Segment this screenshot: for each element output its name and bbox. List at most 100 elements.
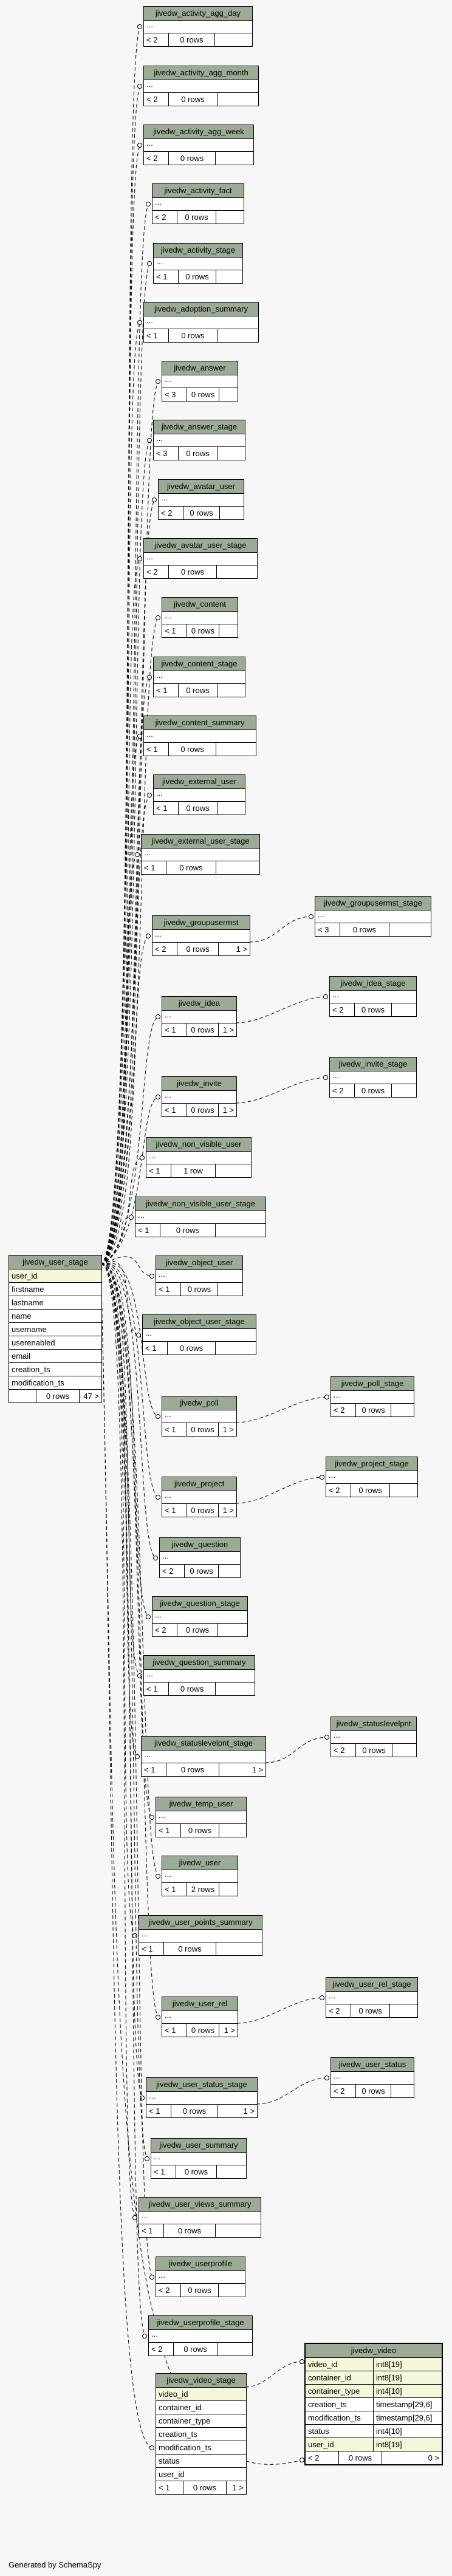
table-jivedw-video-stage[interactable]: jivedw_video_stage video_id container_id… (156, 2373, 247, 2495)
relationship-line (100, 1096, 160, 1266)
table-title: jivedw_user_stage (9, 1256, 101, 1269)
table-title: jivedw_object_user (156, 1256, 242, 1270)
table-jivedw-user-stage[interactable]: jivedw_user_stage user_id firstname last… (9, 1255, 102, 1403)
child-count: 1 > (218, 1104, 236, 1116)
parent-count: < 1 (154, 2167, 165, 2176)
row-count: 0 rows (187, 1423, 218, 1436)
column: status (156, 2455, 246, 2468)
parent-count: < 1 (146, 1684, 158, 1693)
relationship-end-marker (137, 556, 142, 561)
relationship-end-marker (324, 2075, 329, 2080)
column: firstname (9, 1283, 101, 1296)
relationship-end-marker (156, 1095, 160, 1099)
relationship-line (248, 916, 313, 943)
more-columns-ellipsis: ... (162, 1410, 236, 1423)
table-title: jivedw_question_summary (144, 1656, 255, 1670)
more-columns-ellipsis: ... (144, 1670, 255, 1683)
table-title: jivedw_adoption_summary (144, 302, 258, 316)
child-count (219, 1883, 238, 1896)
relationship-end-marker (156, 1874, 160, 1879)
child-count (215, 1342, 256, 1355)
parent-count: < 1 (156, 272, 168, 281)
column-type: int4[10] (373, 2425, 442, 2438)
child-count (215, 2224, 261, 2237)
more-columns-ellipsis: ... (144, 316, 258, 329)
row-count: 0 rows (168, 329, 217, 342)
column: modification_ts (156, 2441, 246, 2455)
more-columns-ellipsis: ... (144, 21, 252, 33)
column: lastname (9, 1296, 101, 1310)
relationship-line (100, 1264, 139, 1757)
parent-count: < 2 (332, 1086, 344, 1095)
more-columns-ellipsis: ... (330, 991, 416, 1003)
column-name: container_type (308, 2386, 360, 2396)
parent-count: < 1 (165, 1105, 176, 1115)
relationship-line (100, 26, 142, 1266)
row-count: 0 rows (176, 2165, 216, 2178)
parent-count: < 1 (142, 1944, 153, 1953)
column-name: modification_ts (308, 2413, 361, 2422)
row-count: 0 rows (187, 388, 219, 401)
parent-count: < 2 (155, 213, 166, 222)
column-name: video_id (308, 2360, 338, 2369)
child-count (217, 2343, 252, 2356)
row-count: 0 rows (177, 943, 218, 955)
relationship-end-marker (149, 2445, 154, 2450)
parent-count: < 2 (332, 1005, 344, 1014)
row-count: 0 rows (166, 1763, 219, 1776)
parent-count: < 2 (162, 1566, 174, 1576)
child-count (219, 388, 238, 401)
table-title: jivedw_idea_stage (330, 977, 416, 991)
more-columns-ellipsis: ... (162, 1870, 238, 1883)
row-count: 0 rows (168, 743, 216, 756)
table-title: jivedw_invite_stage (330, 1057, 416, 1071)
